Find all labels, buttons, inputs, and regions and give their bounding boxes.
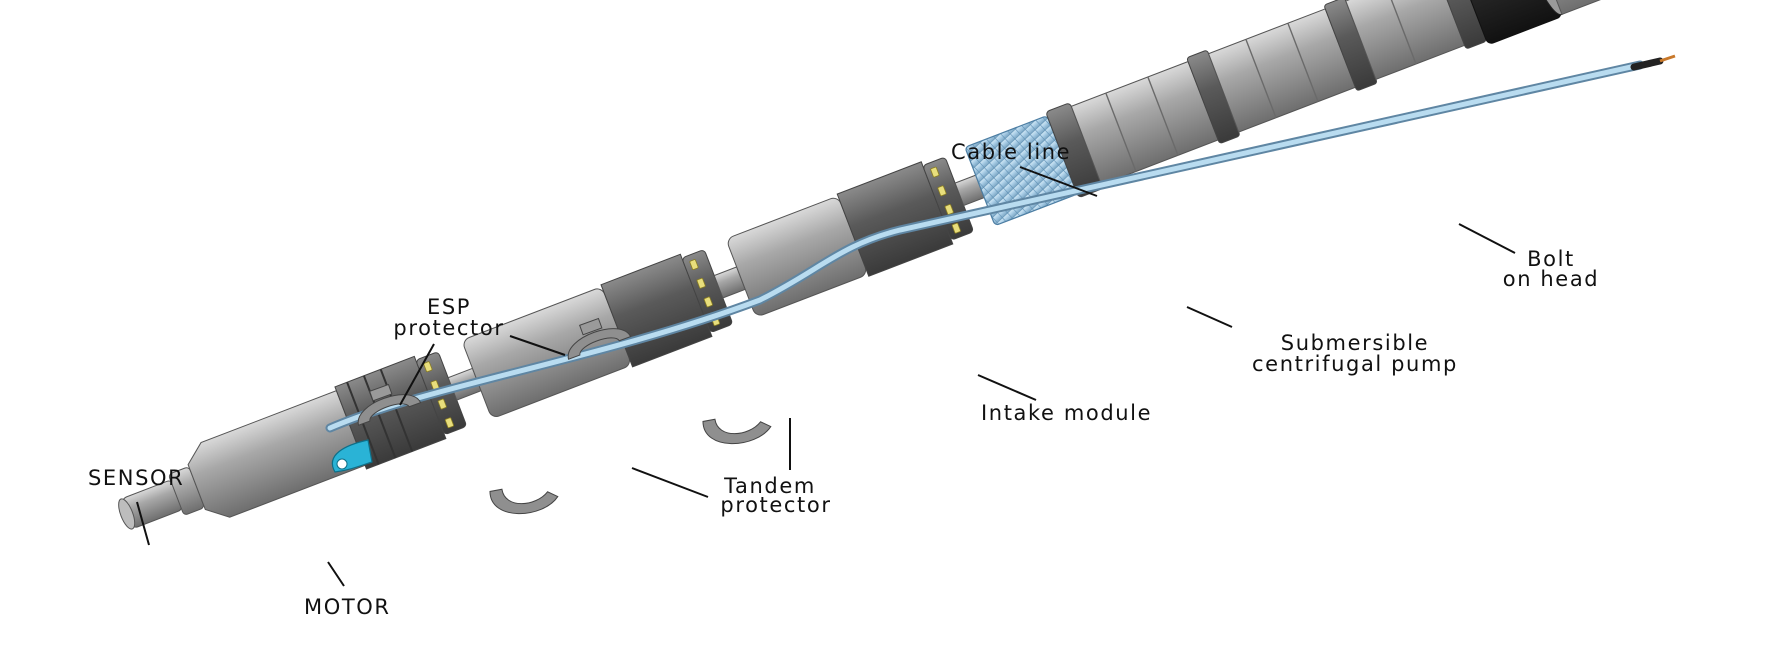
label-bolt-on-head-line1: Bolt bbox=[1527, 247, 1575, 271]
pump-sections bbox=[1070, 0, 1487, 186]
label-tandem-protector-line2: protector bbox=[720, 493, 831, 517]
label-cable-line: Cable line bbox=[951, 140, 1071, 164]
label-intake-module: Intake module bbox=[981, 401, 1152, 425]
sensor-unit bbox=[118, 467, 204, 530]
tandem-protector-unit bbox=[727, 157, 974, 316]
label-sensor: SENSOR bbox=[88, 466, 184, 490]
leader-esp-protector-1 bbox=[399, 343, 435, 406]
leader-cable-line bbox=[1019, 166, 1098, 197]
label-submersible-pump-line2: centrifugal pump bbox=[1252, 352, 1458, 376]
leader-bolt-on-head bbox=[1458, 223, 1516, 254]
label-esp-protector-line2: protector bbox=[393, 316, 504, 340]
cable-clamp-2 bbox=[568, 317, 632, 360]
leader-esp-protector-2 bbox=[509, 335, 566, 356]
leader-motor bbox=[327, 561, 345, 587]
leader-intake-module bbox=[977, 374, 1037, 401]
leader-sensor bbox=[136, 501, 150, 546]
label-motor: MOTOR bbox=[304, 595, 391, 619]
cable-clamp-3 bbox=[489, 488, 559, 515]
tubing bbox=[1526, 0, 1750, 16]
cable-line-path bbox=[325, 54, 1676, 433]
cable-clamp-1 bbox=[358, 383, 422, 426]
label-esp-protector-line1: ESP bbox=[427, 295, 471, 319]
leader-lines bbox=[136, 166, 1516, 587]
motor-unit bbox=[187, 352, 467, 518]
label-submersible-pump-line1: Submersible bbox=[1281, 331, 1429, 355]
label-tandem-protector-line1: Tandem bbox=[723, 474, 816, 498]
cable-connector bbox=[331, 439, 373, 473]
leader-tandem-protector-2 bbox=[631, 467, 709, 498]
leader-submersible-pump bbox=[1186, 306, 1233, 328]
label-bolt-on-head-line2: on head bbox=[1503, 267, 1599, 291]
labels: Cable line Bolt on head ESP protector Su… bbox=[88, 140, 1599, 619]
cable-clamp-4 bbox=[702, 418, 772, 445]
